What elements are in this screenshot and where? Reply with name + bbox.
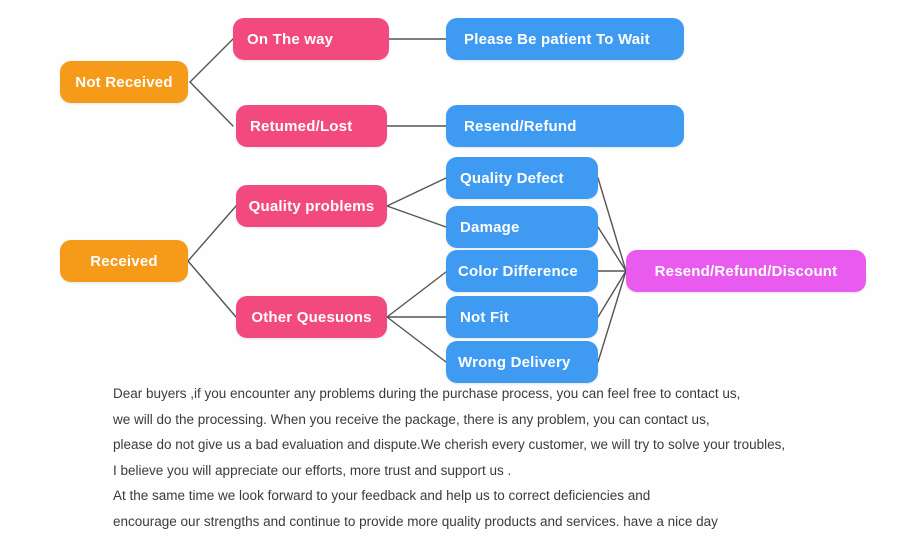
node-received-label: Received <box>90 252 158 270</box>
paragraph-line-2: we will do the processing. When you rece… <box>113 411 710 427</box>
node-quality-defect-label: Quality Defect <box>460 169 564 187</box>
node-damage-label: Damage <box>460 218 520 236</box>
node-on-the-way-label: On The way <box>247 30 334 48</box>
node-resend-refund[interactable]: Resend/Refund <box>446 105 684 147</box>
node-please-be-patient-to-wait[interactable]: Please Be patient To Wait <box>446 18 684 60</box>
paragraph-line-4: I believe you will appreciate our effort… <box>113 462 512 478</box>
node-wrong-delivery[interactable]: Wrong Delivery <box>446 341 598 383</box>
node-color-difference-label: Color Difference <box>458 262 578 280</box>
connector-other-colordifference <box>386 271 447 318</box>
connector-received-quality <box>187 205 237 262</box>
paragraph-line-5: At the same time we look forward to your… <box>113 488 651 503</box>
node-please-be-patient-to-wait-label: Please Be patient To Wait <box>464 30 650 48</box>
connector-notfit-final <box>597 270 627 318</box>
node-damage[interactable]: Damage <box>446 206 598 248</box>
connector-notreceived-returnedlost <box>189 81 234 127</box>
buyer-notice-paragraph: Dear buyers ,if you encounter any proble… <box>113 381 903 534</box>
node-returned-lost-label: Retumed/Lost <box>250 117 353 135</box>
flowchart-diagram: Not Received Received On The way Retumed… <box>60 18 866 383</box>
node-resend-refund-discount-label: Resend/Refund/Discount <box>654 262 838 280</box>
node-received[interactable]: Received <box>60 240 188 282</box>
node-returned-lost[interactable]: Retumed/Lost <box>236 105 387 147</box>
node-not-received-label: Not Received <box>75 73 173 91</box>
paragraph-line-1: Dear buyers ,if you encounter any proble… <box>113 386 741 401</box>
node-not-fit[interactable]: Not Fit <box>446 296 598 338</box>
paragraph-line-6: encourage our strengths and continue to … <box>113 513 718 529</box>
node-quality-defect[interactable]: Quality Defect <box>446 157 598 199</box>
connector-received-other <box>187 260 237 318</box>
connector-defect-final <box>597 177 627 272</box>
connector-other-wrongdelivery <box>386 316 447 363</box>
node-resend-refund-label: Resend/Refund <box>464 117 577 135</box>
connector-notreceived-ontheway <box>189 38 234 83</box>
node-resend-refund-discount[interactable]: Resend/Refund/Discount <box>626 250 866 292</box>
node-not-fit-label: Not Fit <box>460 308 509 326</box>
connector-quality-defect <box>386 177 447 207</box>
node-quality-problems[interactable]: Quality problems <box>236 185 387 227</box>
node-wrong-delivery-label: Wrong Delivery <box>458 353 571 371</box>
node-quality-problems-label: Quality problems <box>248 197 375 215</box>
node-on-the-way[interactable]: On The way <box>233 18 389 60</box>
connector-quality-damage <box>386 205 447 228</box>
node-not-received[interactable]: Not Received <box>60 61 188 103</box>
connector-damage-final <box>597 226 627 272</box>
node-other-questions[interactable]: Other Quesuons <box>236 296 387 338</box>
paragraph-line-3: please do not give us a bad evaluation a… <box>113 437 786 452</box>
node-other-questions-label: Other Quesuons <box>251 308 372 326</box>
connector-wrongdelivery-final <box>597 270 627 363</box>
node-color-difference[interactable]: Color Difference <box>446 250 598 292</box>
